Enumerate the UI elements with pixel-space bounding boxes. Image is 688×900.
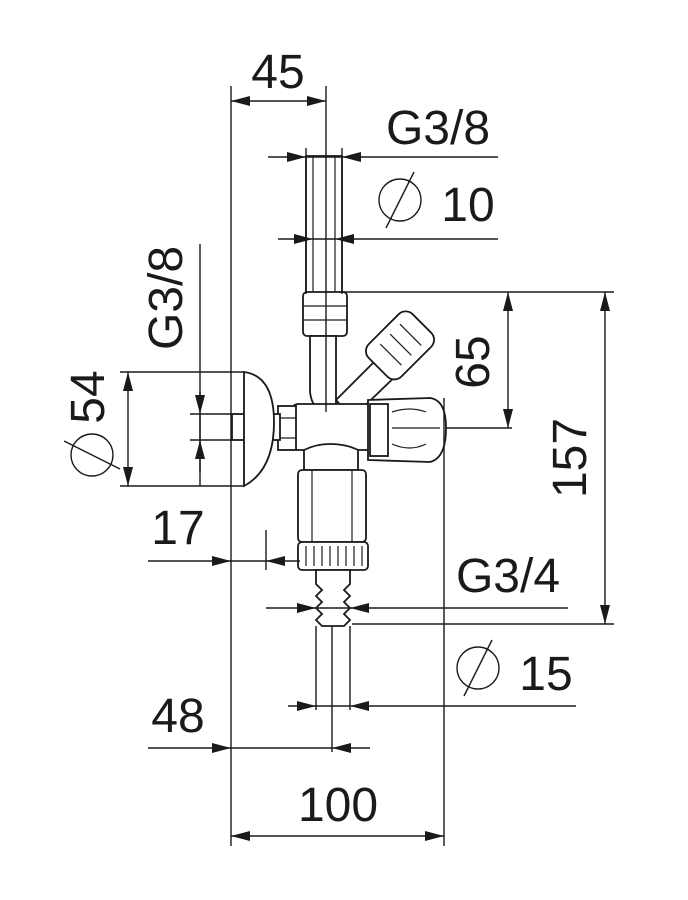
- dim-157-label: 157: [544, 418, 597, 498]
- dim-17-label: 17: [151, 502, 204, 555]
- dim-diameter-15-label: 15: [519, 648, 572, 701]
- dim-48-label: 48: [151, 690, 204, 743]
- dim-diameter-54-label: 54: [62, 370, 115, 423]
- diameter-symbol-54: [63, 433, 121, 477]
- extension-lines: [120, 86, 614, 846]
- dim-thread-top-label: G3/8: [386, 102, 490, 155]
- dim-65-label: 65: [447, 335, 500, 388]
- diameter-symbol-15: [456, 639, 500, 697]
- dim-diameter-10-label: 10: [441, 179, 494, 232]
- dim-thread-bottom-label: G3/4: [456, 550, 560, 603]
- dimension-lines: [123, 96, 610, 841]
- dim-45-label: 45: [251, 46, 304, 99]
- dim-thread-left-label: G3/8: [140, 246, 193, 350]
- dim-100-label: 100: [298, 779, 378, 832]
- diameter-symbol-10: [378, 171, 422, 229]
- valve-body: [231, 155, 447, 627]
